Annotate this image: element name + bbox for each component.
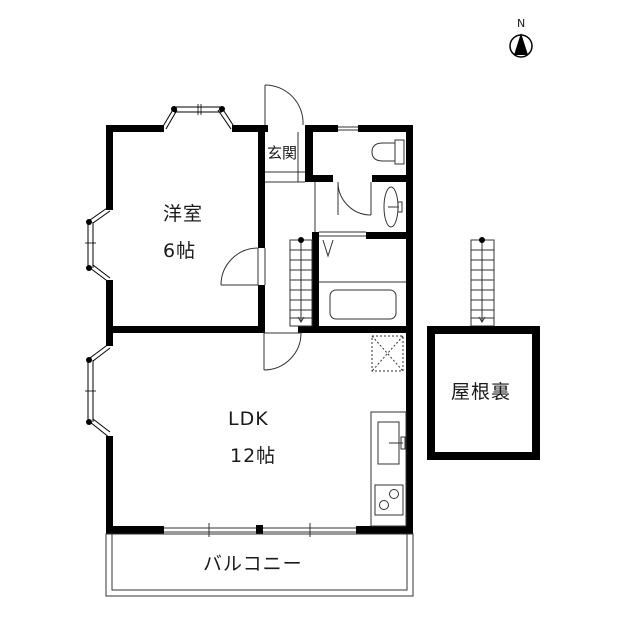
interior-lines: [105, 84, 495, 597]
bay-window-top: [161, 104, 236, 130]
bay-window-left-lower: [85, 342, 111, 439]
attic-name: 屋根裏: [451, 381, 512, 403]
walls: [106, 125, 413, 534]
entrance-name: 玄関: [267, 144, 298, 162]
compass-label: N: [517, 17, 526, 30]
attic-walls: [427, 326, 540, 460]
bay-window-left-upper: [85, 205, 111, 284]
stair-markers: [256, 237, 485, 533]
western-room-name: 洋室: [163, 203, 204, 225]
ldk-size: 12帖: [230, 445, 277, 467]
north-arrow-icon: [509, 33, 533, 58]
ldk-name: LDK: [228, 408, 269, 430]
balcony-name: バルコニー: [203, 553, 303, 575]
western-room-size: 6帖: [163, 240, 197, 262]
